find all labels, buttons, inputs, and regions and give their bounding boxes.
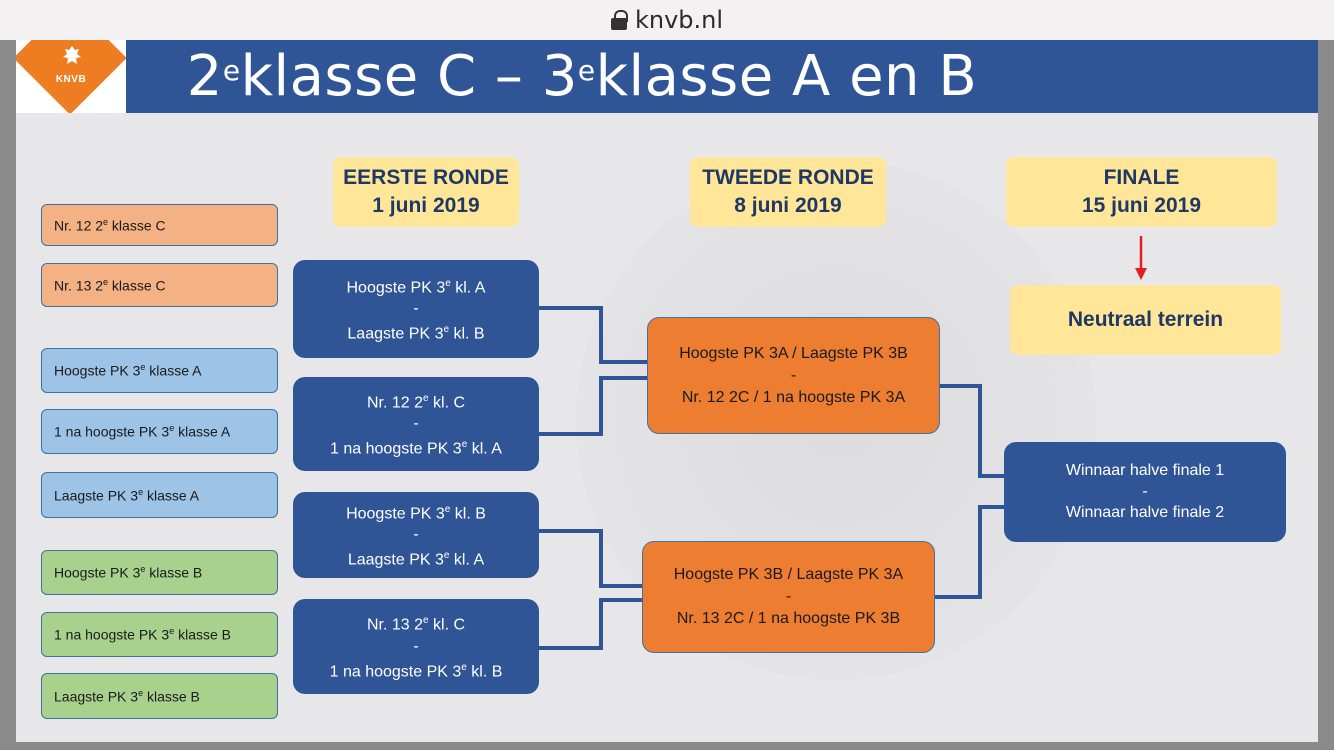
participant-5: Laagste PK 3e klasse A — [41, 472, 278, 518]
first-round-match-4: Nr. 13 2e kl. C - 1 na hoogste PK 3e kl.… — [293, 599, 539, 694]
second-round-match-2: Hoogste PK 3B / Laagste PK 3A - Nr. 13 2… — [642, 541, 935, 653]
knvb-logo: KNVB — [16, 40, 126, 113]
connector-sf1 — [938, 384, 1005, 478]
browser-url-bar[interactable]: knvb.nl — [0, 0, 1334, 40]
logo-text: KNVB — [55, 74, 87, 85]
first-round-match-2: Nr. 12 2e kl. C - 1 na hoogste PK 3e kl.… — [293, 377, 539, 471]
venue-box: Neutraal terrein — [1010, 285, 1281, 355]
participant-6: Hoogste PK 3e klasse B — [41, 550, 278, 595]
bracket-connectors — [538, 236, 1147, 650]
connector-m4 — [538, 598, 643, 650]
participant-3: Hoogste PK 3e klasse A — [41, 348, 278, 393]
final-match: Winnaar halve finale 1 - Winnaar halve f… — [1004, 442, 1286, 542]
connector-sf2 — [934, 505, 1005, 599]
arrow-head — [1135, 268, 1147, 280]
participant-1: Nr. 12 2e klasse C — [41, 204, 278, 246]
title-banner — [126, 40, 1318, 113]
lion-icon — [63, 46, 81, 64]
url-text: knvb.nl — [634, 6, 724, 34]
connector-m1 — [538, 306, 648, 364]
second-round-match-1: Hoogste PK 3A / Laagste PK 3B - Nr. 12 2… — [647, 317, 940, 434]
participant-4: 1 na hoogste PK 3e klasse A — [41, 409, 278, 454]
participant-7: 1 na hoogste PK 3e klasse B — [41, 612, 278, 657]
connector-m3 — [538, 529, 643, 588]
first-round-match-1: Hoogste PK 3e kl. A - Laagste PK 3e kl. … — [293, 260, 539, 358]
connector-m2 — [538, 376, 648, 436]
lock-icon — [610, 10, 628, 30]
participant-8: Laagste PK 3e klasse B — [41, 673, 278, 719]
first-round-match-3: Hoogste PK 3e kl. B - Laagste PK 3e kl. … — [293, 492, 539, 578]
participant-2: Nr. 13 2e klasse C — [41, 263, 278, 307]
